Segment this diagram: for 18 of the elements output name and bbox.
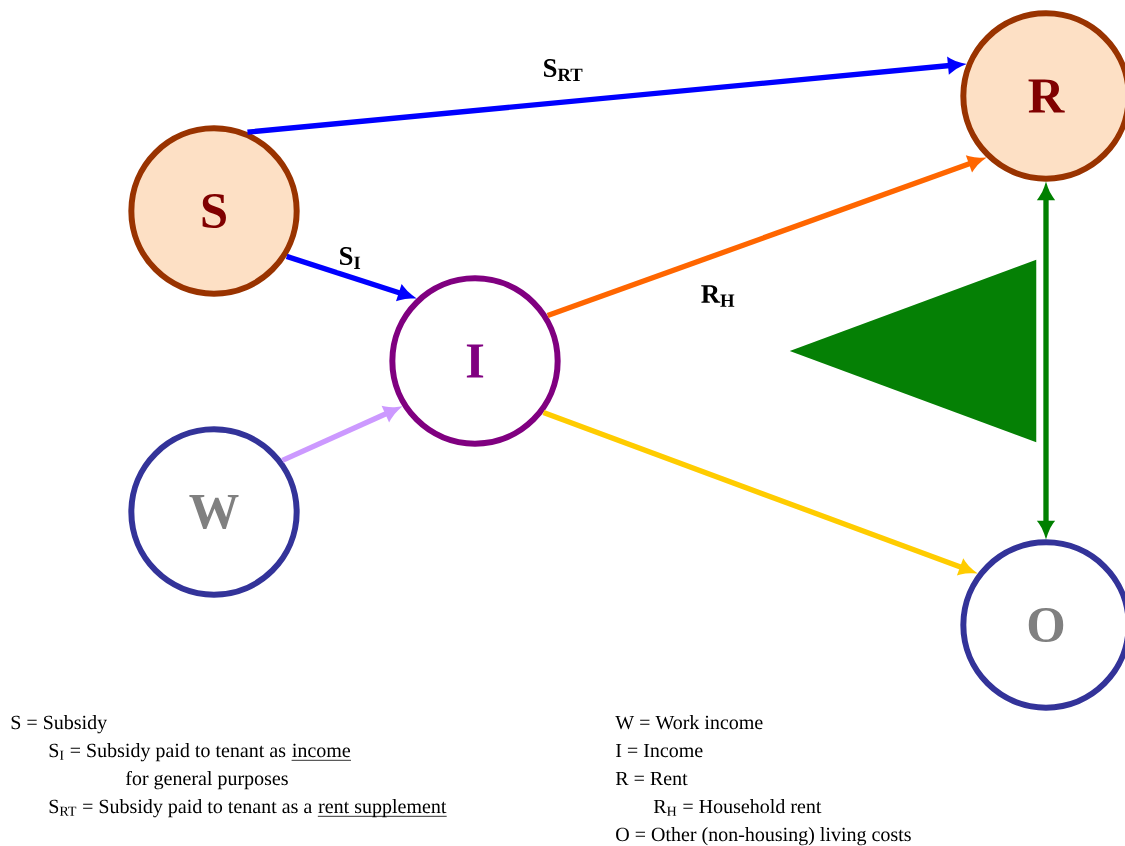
legend-text: O = Other (non-housing) living costs bbox=[616, 827, 911, 846]
legend-text: R$_{H}$ = Household rent bbox=[653, 799, 822, 816]
legend-text: W = Work income bbox=[615, 715, 763, 730]
edge-label: R$_{H}$ bbox=[699, 283, 737, 309]
circle-node: S bbox=[128, 125, 300, 297]
legend-text: for general purposes bbox=[125, 770, 288, 790]
underlined-text: rent supplement bbox=[317, 799, 448, 818]
edge-label: S$_{RT}$ bbox=[541, 57, 585, 83]
legend-text: S$_{I}$ = Subsidy paid to tenant as bbox=[49, 743, 286, 762]
legend-text: R = Rent bbox=[615, 771, 688, 786]
legend-text: S$_{RT}$ = Subsidy paid to tenant as a bbox=[49, 799, 312, 818]
circle-node: R bbox=[960, 10, 1125, 182]
circle-node: I bbox=[389, 275, 561, 447]
legend-text: S = Subsidy bbox=[11, 715, 108, 734]
triangle-shape bbox=[789, 259, 1037, 443]
underlined-text: income bbox=[291, 743, 352, 761]
legend-text: I = Income bbox=[616, 743, 703, 758]
circle-node: W bbox=[128, 426, 300, 598]
